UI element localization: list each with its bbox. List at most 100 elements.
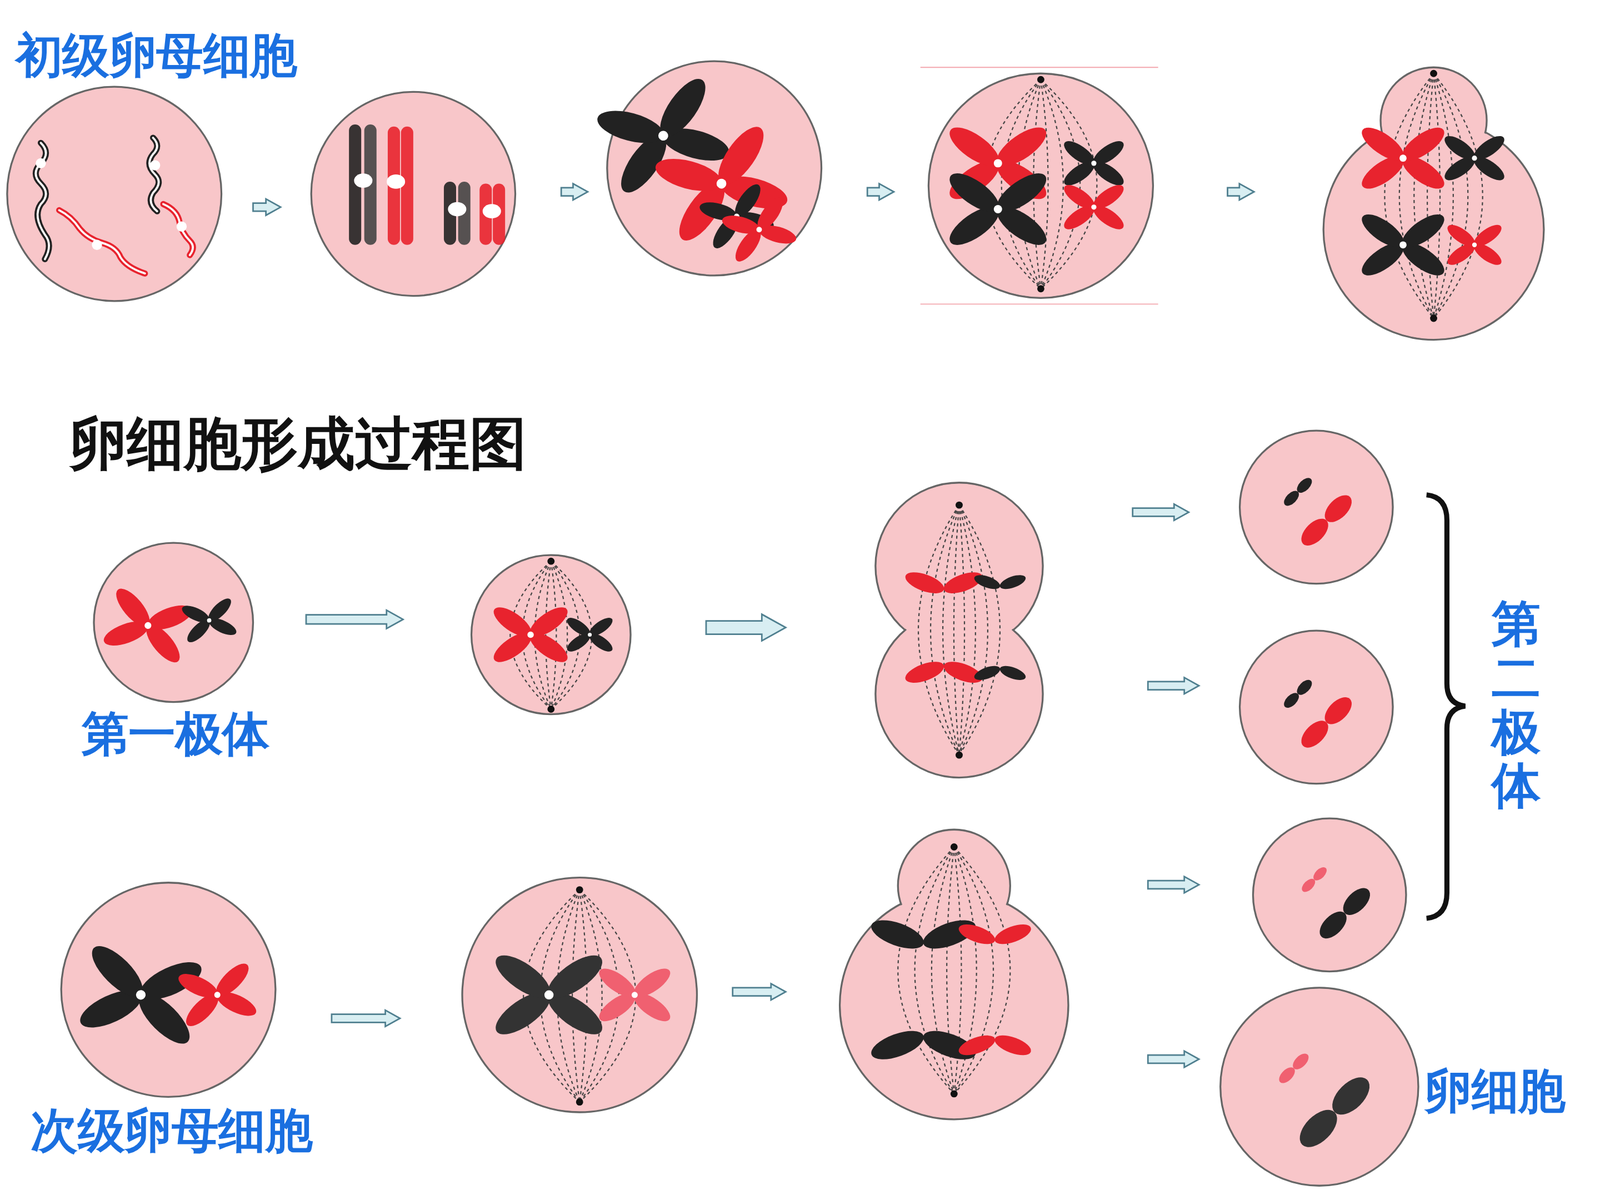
centromere xyxy=(1091,204,1097,210)
chromatid-arm xyxy=(991,120,1053,173)
spindle-fiber xyxy=(1384,73,1434,319)
chromatid-arm xyxy=(710,120,772,192)
chromatid-arm xyxy=(943,199,1005,252)
cytoplasm xyxy=(95,543,252,701)
cell-membrane xyxy=(462,877,697,1113)
cell-membrane xyxy=(1252,818,1407,972)
centromere xyxy=(386,174,405,189)
chromatin-thread xyxy=(59,210,145,274)
cytoplasm xyxy=(62,883,274,1096)
cell-membrane xyxy=(1220,987,1419,1186)
centromere xyxy=(447,202,467,217)
cell-membrane xyxy=(93,542,254,703)
chromosome xyxy=(1356,121,1449,195)
chromatid-arm xyxy=(1320,692,1357,729)
chromosome xyxy=(71,935,211,1054)
chromatid-arm xyxy=(652,152,725,198)
process-arrow xyxy=(306,610,403,629)
thread-outer xyxy=(59,210,145,274)
cell xyxy=(607,61,822,276)
cell xyxy=(1220,987,1419,1186)
spindle-fiber xyxy=(1433,73,1483,319)
thread-inner xyxy=(59,210,145,274)
chromatid-arm xyxy=(179,602,212,626)
chromatid-arm xyxy=(1397,236,1449,282)
centrosome xyxy=(955,501,963,509)
chromatin-thread xyxy=(149,137,159,212)
spindle xyxy=(897,843,1010,1098)
cell-membrane xyxy=(1240,430,1394,584)
spindle-fiber xyxy=(953,505,960,755)
centromere xyxy=(206,617,212,623)
centromere xyxy=(1472,242,1477,248)
cytoplasm xyxy=(1221,988,1418,1185)
chromatid-arm xyxy=(586,614,616,639)
cell xyxy=(840,829,1069,1120)
chromatid-arm xyxy=(1397,121,1449,167)
cell xyxy=(311,91,515,296)
spindle-fiber xyxy=(930,505,959,755)
cell xyxy=(928,73,1153,298)
chromatid-arm xyxy=(651,72,714,144)
cytoplasm xyxy=(1254,819,1405,970)
chromatid xyxy=(1296,692,1357,753)
spindle-fiber xyxy=(1399,73,1434,319)
chromatid-arm xyxy=(902,567,947,598)
chromatid xyxy=(956,920,1034,949)
chromosome xyxy=(595,963,675,1027)
spindle-fiber xyxy=(579,890,602,1103)
thread-outer xyxy=(149,137,159,212)
cytoplasm xyxy=(312,93,514,295)
centromere xyxy=(631,991,638,998)
chromatid-arm xyxy=(175,968,222,1003)
centromere xyxy=(657,129,670,143)
centromere xyxy=(143,621,153,630)
centrosome xyxy=(950,1090,958,1098)
chromatid-arm xyxy=(992,920,1034,949)
chromatid xyxy=(1296,490,1357,551)
centrosome xyxy=(1430,315,1438,323)
cell-membrane xyxy=(928,73,1153,298)
chromatid-arm xyxy=(1089,157,1128,190)
chromatid-arm xyxy=(489,947,557,1006)
centromere xyxy=(993,158,1003,168)
chromatid xyxy=(972,572,1028,593)
chromatid-arm xyxy=(205,595,235,625)
stage-label: 第二极体 xyxy=(1491,596,1541,813)
centromere xyxy=(755,226,763,234)
chromatid-arm xyxy=(752,193,788,235)
process-arrow xyxy=(1132,503,1189,520)
chromatid-arm xyxy=(1470,131,1509,164)
chromatid-arm xyxy=(629,987,675,1027)
chromatid-arm xyxy=(867,914,928,955)
chromosome xyxy=(1441,131,1508,185)
chromatid-arm xyxy=(595,963,640,1002)
chromatid-arm xyxy=(956,1031,998,1060)
spindle-fiber xyxy=(918,505,959,755)
cytoplasm xyxy=(8,87,220,300)
chromatid-arm xyxy=(1060,180,1099,213)
centromere xyxy=(1399,154,1407,162)
cell xyxy=(1240,630,1394,784)
centromere xyxy=(993,205,1003,214)
chromatid-arm xyxy=(1320,490,1357,528)
chromosome xyxy=(943,166,1053,252)
centromere xyxy=(587,632,592,637)
chromatid-arm xyxy=(972,572,1003,593)
cell-membrane xyxy=(875,610,1043,778)
centrosome xyxy=(1037,285,1045,293)
chromatid-arm xyxy=(1470,239,1505,269)
chromatid-arm xyxy=(489,601,537,642)
cytoplasm xyxy=(1241,431,1392,583)
chromatid-arm xyxy=(593,104,667,149)
chromatid xyxy=(956,1031,1034,1060)
chromatid-arm xyxy=(991,199,1053,252)
chromatid-arm xyxy=(1441,152,1479,185)
chromatid xyxy=(902,567,985,598)
chromosome xyxy=(1356,208,1449,282)
centrosome xyxy=(1037,76,1045,84)
chromatid-arm xyxy=(489,984,557,1043)
chromatid-arm xyxy=(1089,180,1128,213)
centromere xyxy=(544,990,554,1000)
